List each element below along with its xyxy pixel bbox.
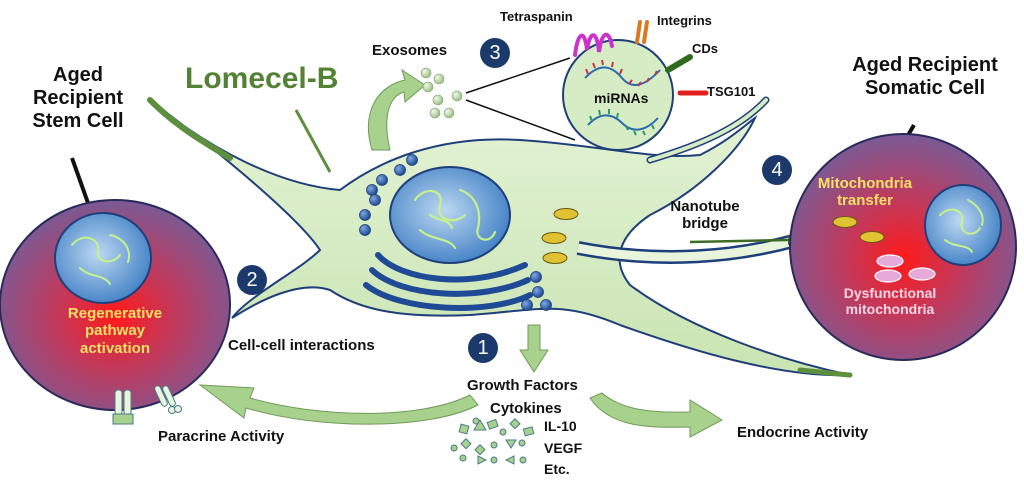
lomecel-b-label: Lomecel-B (185, 62, 339, 95)
tsg101-label: TSG101 (707, 84, 756, 99)
stem-cell-label: Aged Recipient Stem Cell (28, 64, 128, 133)
regenerative-pathway-label: Regenerative pathway activation (55, 305, 175, 357)
somatic-cell-nucleus (924, 184, 1002, 266)
mito-transfer-line-1: Mitochondria (817, 175, 913, 192)
step-badge-1: 1 (468, 333, 498, 363)
zoom-line-bottom (465, 99, 576, 141)
dysfunctional-mitochondria-icons (874, 254, 936, 283)
mirna-strand-2 (587, 109, 659, 136)
cell-process-tip-left (147, 97, 233, 161)
somatic-cell-label-line-1: Aged Recipient (852, 54, 998, 76)
chromatin-somatic (939, 199, 984, 253)
mirnas-label: miRNAs (594, 90, 649, 106)
nanotube-label-line-2: bridge (682, 215, 728, 233)
stem-cell-label-line-2: Recipient (32, 87, 124, 109)
step-badge-4: 4 (762, 155, 792, 185)
dysfunctional-mitochondria-label: Dysfunctional mitochondria (835, 285, 945, 317)
nanotube-arrow (689, 238, 789, 244)
vesicles (359, 154, 552, 311)
zoom-line-top (465, 57, 571, 94)
chromatin-stem (71, 234, 130, 285)
regenerative-line-1: Regenerative (67, 305, 163, 322)
cell-cell-interactions-label: Cell-cell interactions (228, 337, 375, 354)
stem-cell-label-line-1: Aged (53, 64, 103, 86)
dysfunctional-line-1: Dysfunctional (843, 285, 937, 301)
secretion-arrow (519, 324, 549, 373)
cytokine-particles (450, 417, 535, 465)
cell-process-upper-right-fill (648, 98, 768, 162)
step-badge-2: 2 (237, 265, 267, 295)
integrins-label: Integrins (657, 13, 712, 28)
mirna-strand-1 (584, 59, 661, 87)
regenerative-line-3: activation (79, 339, 151, 357)
tetraspanin-label: Tetraspanin (500, 9, 573, 24)
step-badge-3: 3 (480, 38, 510, 68)
transferred-mitochondria (832, 216, 885, 243)
growth-factors-label: Growth Factors (467, 377, 578, 394)
lomecel-pointer-line (294, 109, 332, 173)
stem-cell-pointer-line (70, 157, 90, 204)
somatic-cell-label-line-2: Somatic Cell (864, 77, 986, 99)
chromatin-main (413, 188, 497, 250)
vegf-label: VEGF (544, 440, 583, 456)
dysfunctional-line-2: mitochondria (845, 301, 935, 318)
main-nucleus (389, 166, 511, 264)
cell-process-tip-right (797, 367, 853, 378)
nanotube-bridge-label: Nanotube bridge (665, 198, 745, 233)
cds-label: CDs (692, 41, 719, 56)
endoplasmic-reticulum (363, 252, 533, 311)
healthy-mitochondria-main (541, 208, 579, 264)
cds-icon (665, 54, 693, 73)
mitochondria-transfer-label: Mitochondria transfer (805, 175, 925, 210)
stem-cell-label-line-3: Stem Cell (32, 110, 124, 132)
endocrine-activity-label: Endocrine Activity (737, 424, 869, 441)
exosomes-label: Exosomes (372, 42, 448, 59)
paracrine-arrow (198, 384, 479, 425)
stem-cell-nucleus (54, 212, 152, 304)
etc-label: Etc. (544, 461, 570, 477)
regenerative-line-2: pathway (84, 322, 145, 340)
receptor-icons (112, 385, 182, 425)
somatic-cell-label: Aged Recipient Somatic Cell (840, 54, 1010, 100)
exosome-vesicles (420, 67, 463, 119)
cytokines-label: Cytokines (490, 400, 562, 417)
tetraspanin-icon (573, 32, 614, 57)
paracrine-activity-label: Paracrine Activity (158, 428, 285, 445)
nanotube-label-line-1: Nanotube (670, 198, 740, 215)
mito-transfer-line-2: transfer (837, 192, 893, 210)
exosome-release-arrow (367, 68, 426, 151)
il10-label: IL-10 (544, 418, 577, 434)
endocrine-arrow (589, 392, 723, 438)
integrins-icon (635, 20, 649, 44)
